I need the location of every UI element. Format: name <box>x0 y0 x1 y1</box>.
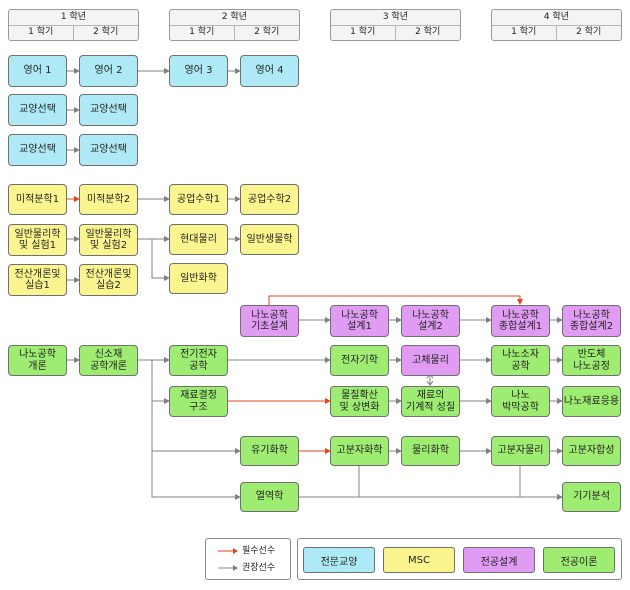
course-english-4[interactable]: 영어 4 <box>240 55 299 87</box>
legend-recommended-label: 권장선수 <box>242 563 276 573</box>
course-physical-chemistry[interactable]: 물리화학 <box>401 436 460 466</box>
course-liberal-elective-1b[interactable]: 교양선택 <box>79 94 138 126</box>
course-english-2[interactable]: 영어 2 <box>79 55 138 87</box>
course-organic-chemistry[interactable]: 유기화학 <box>240 436 299 466</box>
edge-phys2-genchem <box>138 238 170 281</box>
course-liberal-elective-2a[interactable]: 교양선택 <box>8 134 67 166</box>
course-modern-physics[interactable]: 현대물리 <box>169 224 228 255</box>
legend-major-design: 전공설계 <box>463 547 535 573</box>
course-liberal-elective-1a[interactable]: 교양선택 <box>8 94 67 126</box>
course-solid-state-physics[interactable]: 고체물리 <box>401 345 460 376</box>
legend-arrows: 필수선수 권장선수 <box>205 538 291 580</box>
semester-label: 1 학기 <box>492 25 557 40</box>
legend-msc: MSC <box>383 547 455 573</box>
semester-label: 2 학기 <box>93 27 119 37</box>
course-nano-materials-application[interactable]: 나노재료응용 <box>562 386 621 417</box>
edge-newmat-thermo <box>138 359 241 500</box>
course-general-chemistry[interactable]: 일반화학 <box>169 263 228 294</box>
year-header-1: 1 학년 1 학기 2 학기 <box>8 9 139 41</box>
year-label: 4 학년 <box>492 10 621 26</box>
course-engineering-math-2[interactable]: 공업수학2 <box>240 184 299 215</box>
course-electromagnetics[interactable]: 전자기학 <box>330 345 389 376</box>
course-polymer-synthesis[interactable]: 고분자합성 <box>562 436 621 466</box>
year-header-3: 3 학년 1 학기 2 학기 <box>330 9 461 41</box>
legend-liberal: 전문교양 <box>303 547 375 573</box>
course-calculus-2[interactable]: 미적분학2 <box>79 184 138 215</box>
year-header-4: 4 학년 1 학기 2 학기 <box>491 9 622 41</box>
year-label: 1 학년 <box>9 10 138 26</box>
course-polymer-physics[interactable]: 고분자물리 <box>491 436 550 466</box>
course-english-3[interactable]: 영어 3 <box>169 55 228 87</box>
semester-label: 2 학기 <box>576 27 602 37</box>
year-header-2: 2 학년 1 학기 2 학기 <box>169 9 300 41</box>
edge-polymer-instrument <box>358 466 563 500</box>
semester-label: 2 학기 <box>415 27 441 37</box>
course-general-biology[interactable]: 일반생물학 <box>240 224 299 255</box>
course-calculus-1[interactable]: 미적분학1 <box>8 184 67 215</box>
legend-required-label: 필수선수 <box>242 546 276 556</box>
course-engineering-math-1[interactable]: 공업수학1 <box>169 184 228 215</box>
semester-label: 1 학기 <box>170 25 235 40</box>
semester-label: 2 학기 <box>254 27 280 37</box>
course-liberal-elective-2b[interactable]: 교양선택 <box>79 134 138 166</box>
course-polymer-chemistry[interactable]: 고분자화학 <box>330 436 389 466</box>
legend-major-theory: 전공이론 <box>543 547 615 573</box>
year-label: 3 학년 <box>331 10 460 26</box>
legend-categories: 전문교양 MSC 전공설계 전공이론 <box>297 538 622 580</box>
course-english-1[interactable]: 영어 1 <box>8 55 67 87</box>
course-instrument-analysis[interactable]: 기기분석 <box>562 482 621 512</box>
course-thermodynamics[interactable]: 열역학 <box>240 482 299 512</box>
year-label: 2 학년 <box>170 10 299 26</box>
edge-nanobasic-nanocap1-required <box>268 295 523 305</box>
semester-label: 1 학기 <box>331 25 396 40</box>
semester-label: 1 학기 <box>9 25 74 40</box>
